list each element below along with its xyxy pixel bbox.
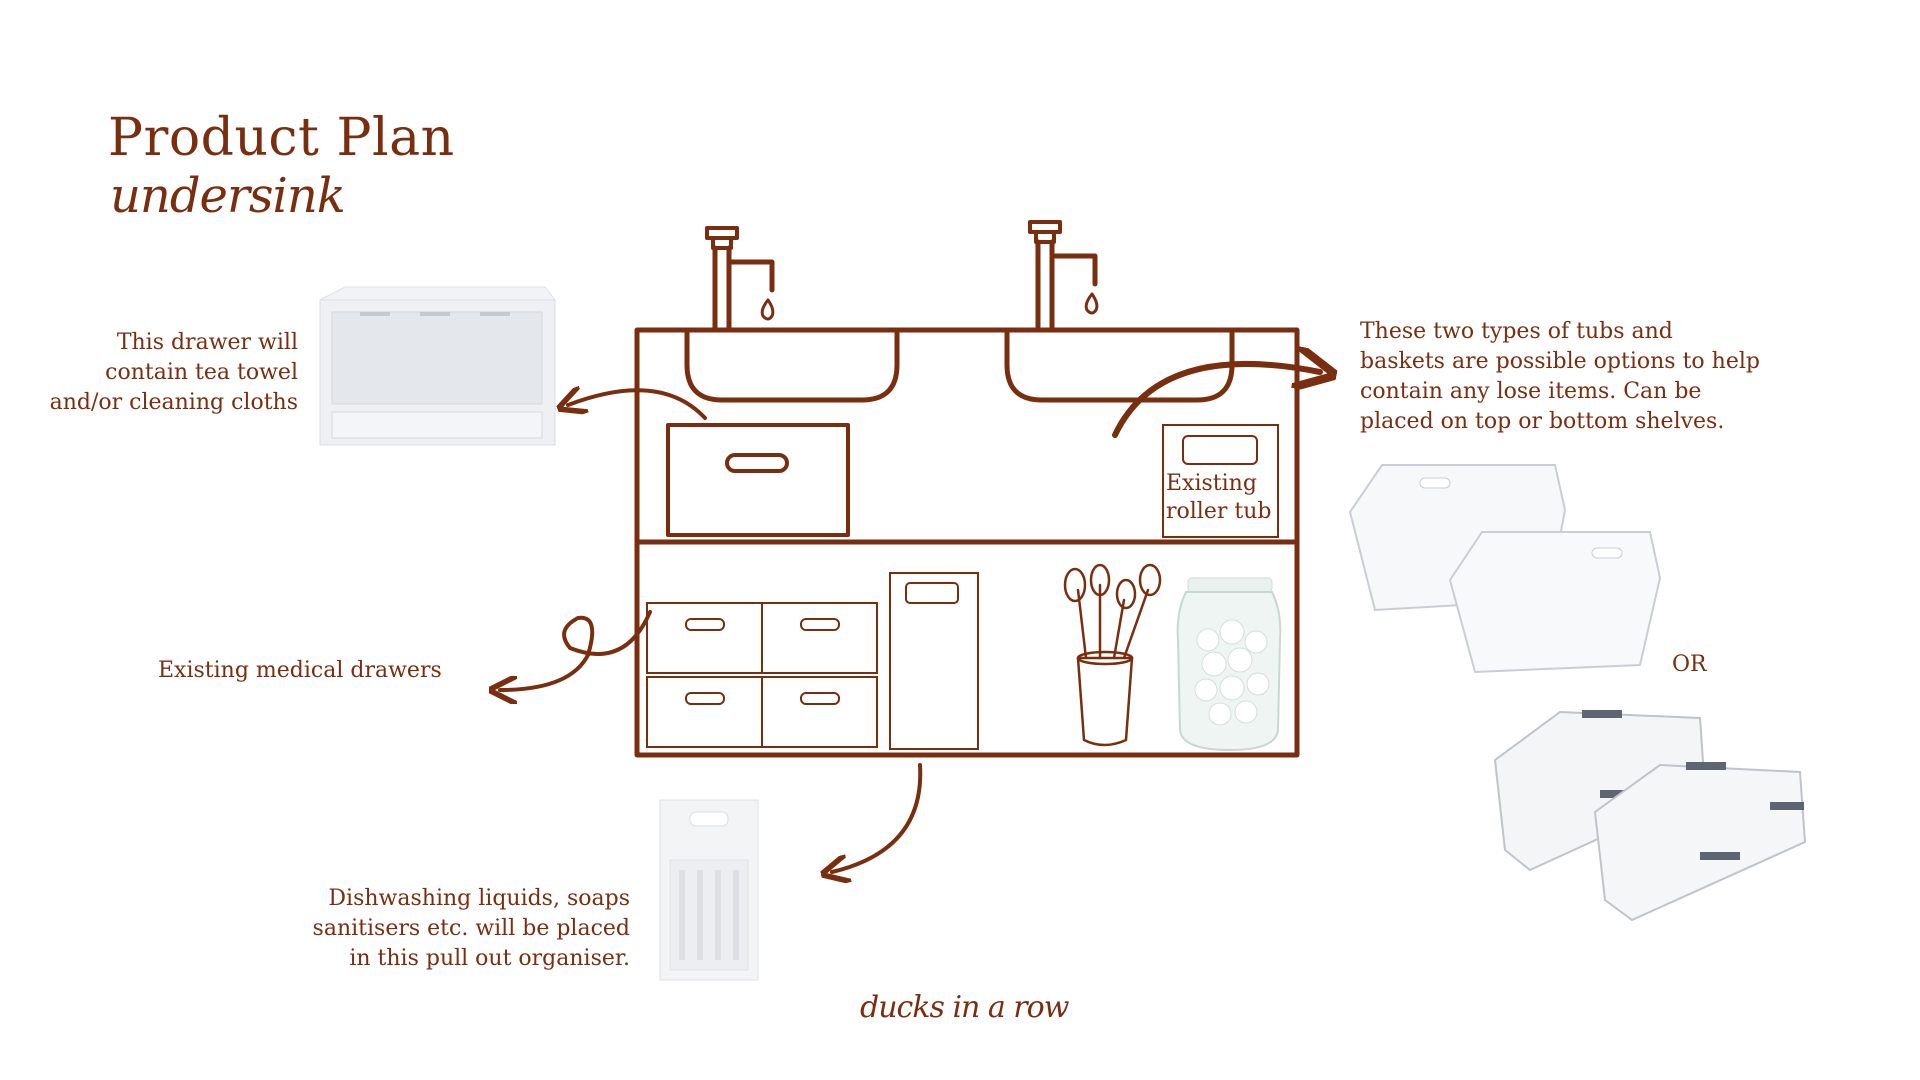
or-label: OR [1672,652,1707,677]
left-sink [684,330,900,403]
storage-drawer-image [319,286,557,446]
organiser-note: Dishwashing liquids, soaps sanitisers et… [300,884,630,974]
cabinet-outline [634,327,1300,758]
drawer-note-line: and/or cleaning cloths [49,390,298,415]
tubs-note-line: These two types of tubs and [1360,319,1673,344]
organiser-note-line: sanitisers etc. will be placed [312,916,630,941]
organiser-note-line: in this pull out organiser. [349,946,630,971]
medical-drawers-sketch [646,602,878,748]
cotton-jar-image [1176,577,1282,752]
arrow-to-medical [500,610,652,690]
clear-tubs-image [1348,464,1662,674]
drawer-note: This drawer will contain tea towel and/o… [28,328,298,418]
medical-drawers-note: Existing medical drawers [158,658,442,683]
roller-tub-label-line: roller tub [1166,499,1272,524]
organiser-note-line: Dishwashing liquids, soaps [328,886,630,911]
arrow-to-drawer [568,390,707,420]
right-tap-icon [1028,220,1099,333]
stackable-bins-image [1493,710,1807,922]
top-drawer-sketch [666,423,850,537]
roller-tub-label: Existing roller tub [1166,470,1271,526]
roller-tub-label-line: Existing [1166,471,1257,496]
page-title: Product Plan [108,108,455,168]
utensil-holder-icon [1063,563,1162,747]
left-tap-icon [705,226,775,333]
pull-out-organiser-image [659,799,759,981]
drawer-note-line: This drawer will [116,330,298,355]
tubs-note-line: placed on top or bottom shelves. [1360,409,1725,434]
arrow-to-tubs [1112,364,1320,438]
arrow-to-organiser [832,763,923,872]
brand-footer: ducks in a row [860,990,1069,1025]
tubs-note-line: contain any lose items. Can be [1360,379,1702,404]
tubs-note: These two types of tubs and baskets are … [1360,317,1760,437]
roller-tub-sketch [1162,424,1279,538]
drawer-note-line: contain tea towel [105,360,298,385]
pull-out-sketch [889,572,979,750]
page-subtitle: undersink [110,168,346,224]
tubs-note-line: baskets are possible options to help [1360,349,1760,374]
right-sink [1004,330,1235,403]
